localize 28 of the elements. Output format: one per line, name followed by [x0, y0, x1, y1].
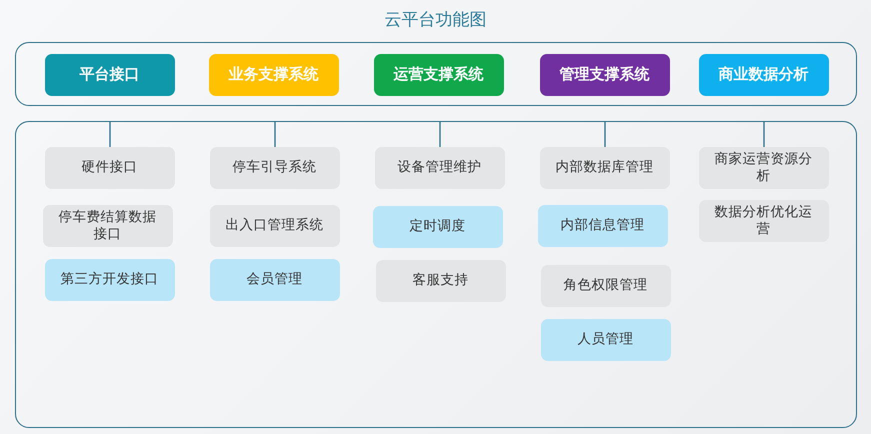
function-box: 商家运营资源分析 — [698, 146, 828, 188]
function-box: 内部数据库管理 — [540, 146, 670, 188]
function-box: 会员管理 — [210, 258, 340, 300]
connector-line — [604, 121, 606, 147]
function-box: 内部信息管理 — [538, 204, 668, 246]
function-box: 定时调度 — [372, 206, 502, 248]
function-box: 人员管理 — [540, 318, 670, 360]
panel-frame — [15, 42, 857, 106]
connector-line — [274, 121, 276, 147]
category-header: 运营支撑系统 — [374, 54, 504, 96]
function-box: 停车引导系统 — [210, 146, 340, 188]
panel-frame — [15, 121, 857, 428]
function-box: 设备管理维护 — [374, 146, 504, 188]
connector-line — [763, 121, 765, 147]
category-header: 平台接口 — [44, 54, 174, 96]
category-header: 业务支撑系统 — [208, 54, 338, 96]
function-box: 客服支持 — [376, 260, 506, 302]
function-box: 数据分析优化运营 — [698, 200, 828, 242]
connector-line — [439, 121, 441, 147]
category-header: 管理支撑系统 — [540, 54, 670, 96]
diagram-title: 云平台功能图 — [384, 9, 488, 31]
function-box: 停车费结算数据接口 — [42, 204, 172, 246]
function-box: 角色权限管理 — [540, 264, 670, 306]
connector-line — [109, 121, 111, 147]
function-box: 第三方开发接口 — [44, 258, 174, 300]
function-box: 出入口管理系统 — [210, 204, 340, 246]
function-box: 硬件接口 — [44, 146, 174, 188]
category-header: 商业数据分析 — [698, 54, 828, 96]
